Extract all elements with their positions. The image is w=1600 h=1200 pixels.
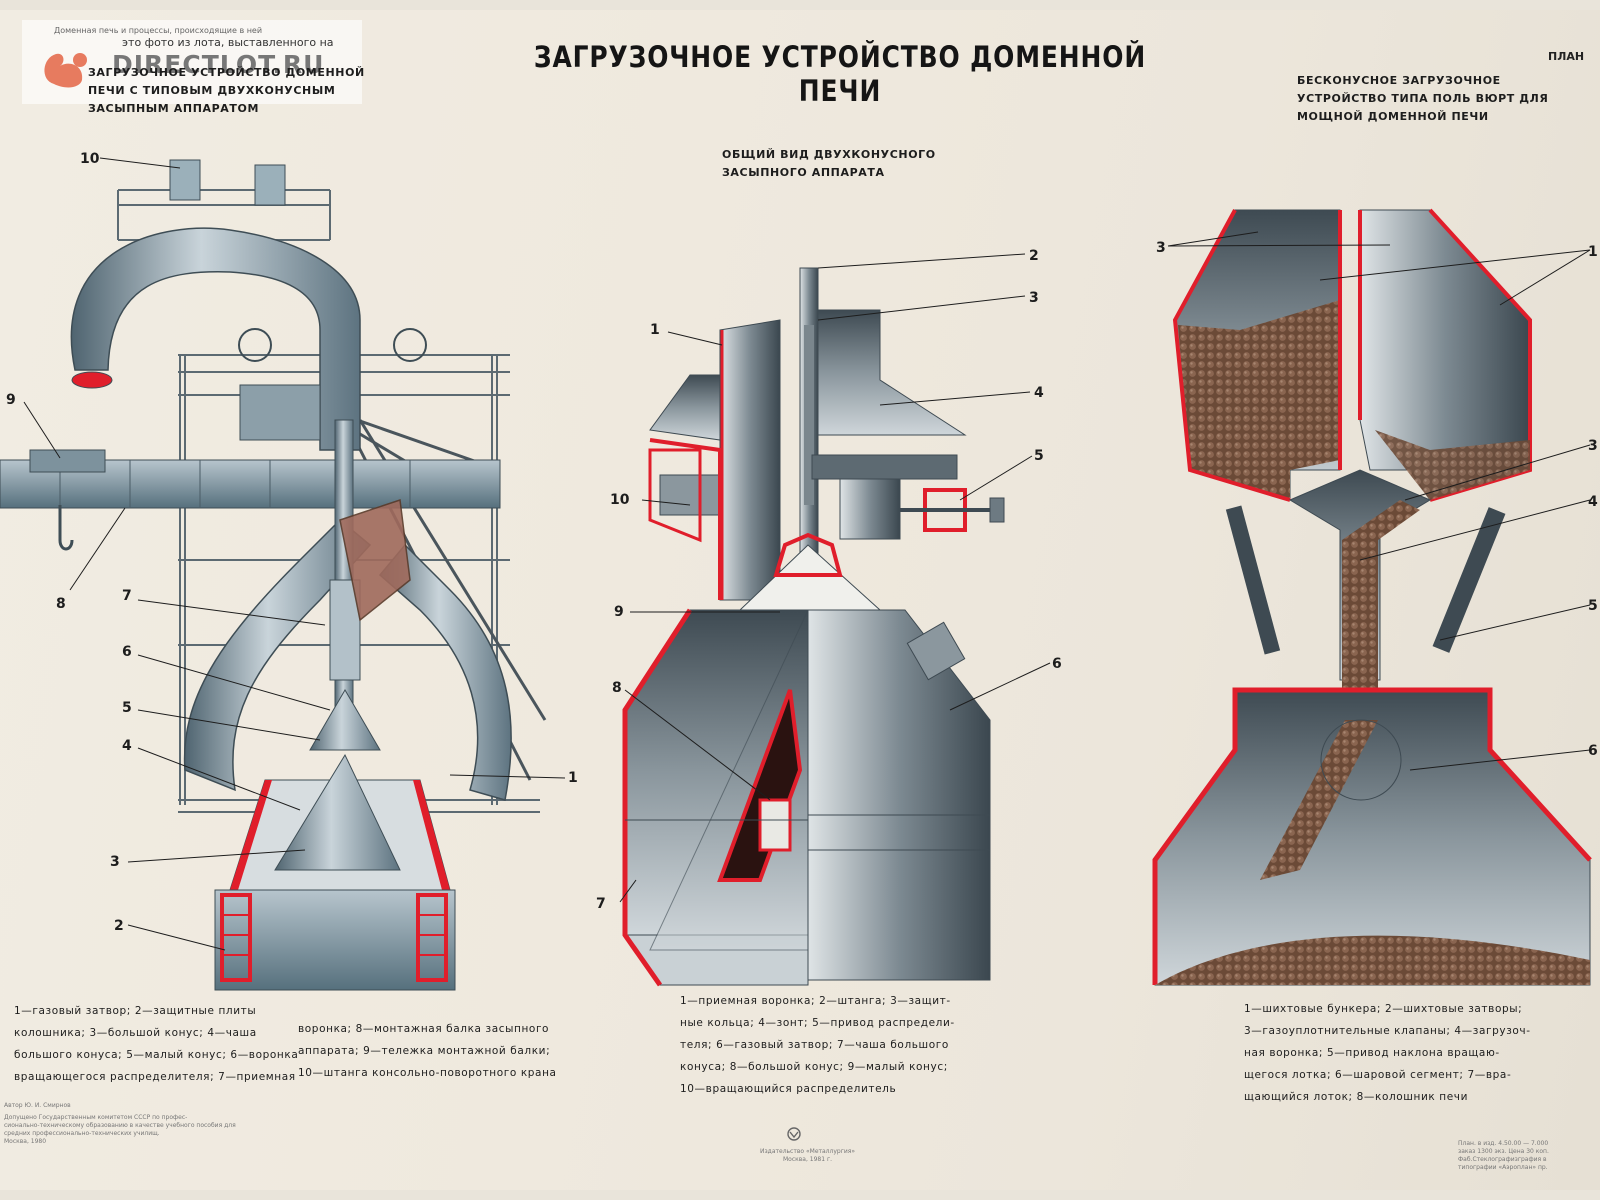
left-label-4: 4: [122, 738, 132, 754]
left-heading: ЗАГРУЗОЧНОЕ УСТРОЙСТВО ДОМЕННОЙ ПЕЧИ С Т…: [88, 66, 365, 115]
watermark-overlay: это фото из лота, выставленного на DIREC…: [22, 20, 362, 104]
left-legend-col2: воронка; 8—монтажная балка засыпного апп…: [298, 1023, 557, 1079]
poster-title: ЗАГРУЗОЧНОЕ УСТРОЙСТВО ДОМЕННОЙ ПЕЧИ: [533, 40, 1147, 108]
middle-legend: 1—приемная воронка; 2—штанга; 3—защит- н…: [680, 995, 955, 1095]
right-legend: 1—шихтовые бункера; 2—шихтовые затворы; …: [1244, 1003, 1531, 1103]
left-diagram: 10 9 8 7 6 5 4 3 2 1: [0, 151, 578, 991]
left-label-8: 8: [56, 596, 66, 612]
left-label-9: 9: [6, 392, 16, 408]
middle-label-5: 5: [1034, 448, 1044, 464]
middle-label-8: 8: [612, 680, 622, 696]
right-label-3a: 3: [1156, 240, 1166, 256]
middle-label-9: 9: [614, 604, 624, 620]
middle-label-4: 4: [1034, 385, 1044, 401]
publisher-emblem-icon: [787, 1127, 801, 1141]
middle-label-7: 7: [596, 896, 606, 912]
left-legend-col1: 1—газовый затвор; 2—защитные плиты колош…: [14, 1005, 299, 1083]
left-label-6: 6: [122, 644, 132, 660]
right-label-5: 5: [1588, 598, 1598, 614]
footer-publisher: Издательство «Металлургия» Москва, 1981 …: [760, 1148, 856, 1163]
middle-label-2: 2: [1029, 248, 1039, 264]
watermark-caption: это фото из лота, выставленного на: [122, 36, 334, 49]
plan-label: ПЛАН: [1548, 50, 1585, 63]
middle-heading: ОБЩИЙ ВИД ДВУХКОНУСНОГО ЗАСЫПНОГО АППАРА…: [722, 148, 936, 179]
left-label-10: 10: [80, 151, 100, 167]
right-label-4: 4: [1588, 494, 1598, 510]
left-label-7: 7: [122, 588, 132, 604]
left-label-5: 5: [122, 700, 132, 716]
right-diagram: 3 1 3 4 5 6: [1152, 208, 1598, 986]
middle-diagram: 1 2 3 4 5 6 7 8 9 10: [596, 248, 1062, 987]
middle-label-10: 10: [610, 492, 630, 508]
right-heading: БЕСКОНУСНОЕ ЗАГРУЗОЧНОЕ УСТРОЙСТВО ТИПА …: [1297, 74, 1549, 123]
top-note: Доменная печь и процессы, происходящие в…: [54, 26, 263, 35]
watermark-brand: DIRECTLOT.RU: [112, 50, 325, 79]
footer-print-info: План. в изд. 4.50.00 — 7.000 заказ 1300 …: [1458, 1140, 1549, 1171]
squirrel-logo: [44, 53, 87, 88]
footer-author: Автор Ю. И. Смирнов: [4, 1102, 71, 1109]
right-label-6: 6: [1588, 743, 1598, 759]
left-label-1: 1: [568, 770, 578, 786]
right-label-1: 1: [1588, 244, 1598, 260]
middle-label-1: 1: [650, 322, 660, 338]
footer-approval: Допущено Государственным комитетом СССР …: [4, 1114, 236, 1145]
left-label-2: 2: [114, 918, 124, 934]
left-label-3: 3: [110, 854, 120, 870]
right-label-3b: 3: [1588, 438, 1598, 454]
middle-label-6: 6: [1052, 656, 1062, 672]
middle-label-3: 3: [1029, 290, 1039, 306]
